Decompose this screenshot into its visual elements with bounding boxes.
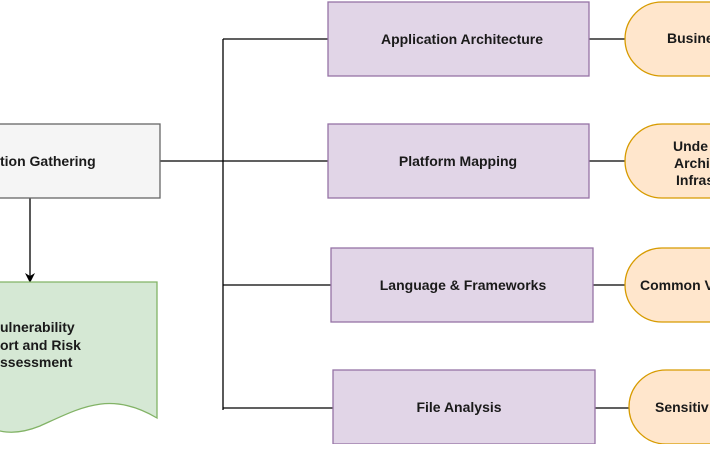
node-vulnerability-report: ulnerability ort and Risk ssessment [0,281,158,433]
terminal-box [624,123,710,199]
process-steps: Application Architecture Platform Mappin… [327,1,596,445]
information-gathering-box [0,123,161,199]
terminal-line-3: Infras [676,172,710,188]
step-box [327,1,590,77]
vulnerability-report-document [0,281,158,433]
result-terminals: Busine Unde Archi Infras Common V Sensit… [624,1,710,445]
result-sensitive-data: Sensitiv [628,369,710,445]
step-label: Application Architecture [381,31,543,47]
step-application-architecture: Application Architecture [327,1,590,77]
result-underlying-architecture: Unde Archi Infras [624,123,710,199]
terminal-line-2: Archi [674,155,710,171]
node-information-gathering: tion Gathering [0,123,161,199]
report-line-2: ort and Risk [0,337,81,353]
result-business: Busine [624,1,710,77]
terminal-line-1: Unde [673,138,708,154]
terminal-box [624,247,710,323]
step-label: File Analysis [416,399,501,415]
report-line-3: ssessment [0,354,73,370]
terminal-label: Sensitiv [655,399,709,415]
step-box [327,123,590,199]
step-platform-mapping: Platform Mapping [327,123,590,199]
report-line-1: ulnerability [0,319,75,335]
result-common-vulnerabilities: Common V [624,247,710,323]
terminal-box [628,369,710,445]
terminal-label: Common V [640,277,710,293]
terminal-label: Busine [667,30,710,46]
step-language-frameworks: Language & Frameworks [330,247,594,323]
step-label: Language & Frameworks [380,277,547,293]
step-box [330,247,594,323]
step-file-analysis: File Analysis [332,369,596,445]
terminal-box [624,1,710,77]
step-label: Platform Mapping [399,153,517,169]
connectors [25,38,629,410]
information-gathering-label: tion Gathering [0,153,96,169]
